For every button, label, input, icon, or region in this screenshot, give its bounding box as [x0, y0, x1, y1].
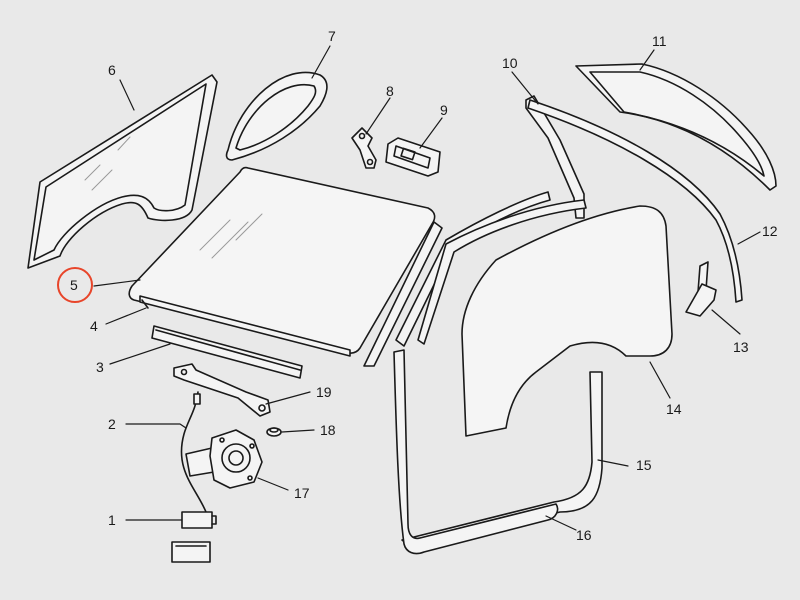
- callout-3[interactable]: 3: [96, 359, 104, 375]
- callout-17[interactable]: 17: [294, 485, 310, 501]
- part-4-glass-channel[interactable]: [139, 295, 351, 357]
- part-9-switch-module[interactable]: [385, 137, 441, 177]
- part-7-vent-window[interactable]: [225, 71, 328, 161]
- callout-8[interactable]: 8: [386, 83, 394, 99]
- part-11-rear-glass[interactable]: [575, 63, 777, 191]
- callout-13[interactable]: 13: [733, 339, 749, 355]
- callout-12[interactable]: 12: [762, 223, 778, 239]
- part-17-window-motor[interactable]: [185, 429, 263, 489]
- part-18-grommet[interactable]: [266, 427, 282, 437]
- callout-2[interactable]: 2: [108, 416, 116, 432]
- part-19-regulator-arm[interactable]: [173, 363, 271, 417]
- part-12-seal-strip[interactable]: [527, 99, 743, 303]
- callout-7[interactable]: 7: [328, 28, 336, 44]
- part-16-lower-seal[interactable]: [393, 349, 559, 555]
- part-13-clips[interactable]: [685, 261, 717, 317]
- callout-14[interactable]: 14: [666, 401, 682, 417]
- highlight-ring: [57, 267, 93, 303]
- callout-10[interactable]: 10: [502, 55, 518, 71]
- callout-19[interactable]: 19: [316, 384, 332, 400]
- callout-1[interactable]: 1: [108, 512, 116, 528]
- window-guide-rails[interactable]: [395, 191, 587, 347]
- callout-18[interactable]: 18: [320, 422, 336, 438]
- part-8-bracket[interactable]: [351, 127, 377, 169]
- leader-lines: [93, 45, 761, 531]
- callout-11[interactable]: 11: [652, 33, 667, 49]
- callout-6[interactable]: 6: [108, 62, 116, 78]
- callout-9[interactable]: 9: [440, 102, 448, 118]
- part-3-belt-weatherstrip[interactable]: [151, 325, 303, 379]
- callout-4[interactable]: 4: [90, 318, 98, 334]
- part-6-quarter-glass[interactable]: [27, 74, 218, 269]
- callout-16[interactable]: 16: [576, 527, 592, 543]
- glass-run-channel[interactable]: [363, 221, 443, 367]
- part-2-cable[interactable]: [180, 391, 207, 513]
- callout-15[interactable]: 15: [636, 457, 652, 473]
- part-1-connector[interactable]: [171, 511, 217, 563]
- callout-labels: 6 7 8 9 10 11 12 13 14 15 16 17 18 19 2 …: [70, 28, 778, 543]
- part-14-door-panel[interactable]: [461, 205, 673, 437]
- part-10-frame-upright[interactable]: [525, 95, 585, 219]
- callout-5[interactable]: 5: [70, 277, 78, 293]
